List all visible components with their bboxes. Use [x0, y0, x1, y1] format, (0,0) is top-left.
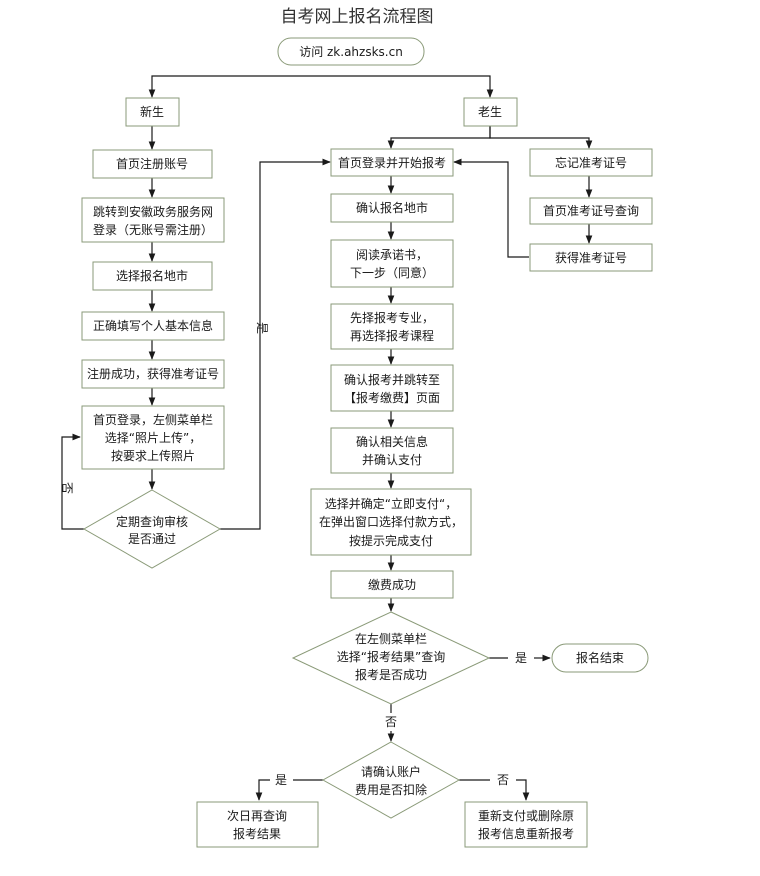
node-visit: 访问 zk.ahzsks.cn [277, 37, 425, 66]
node-upload-photo-line3: 按要求上传照片 [111, 448, 195, 463]
node-confirm-pay: 确认相关信息 并确认支付 [330, 427, 454, 474]
node-repay-line2: 报考信息重新报考 [478, 826, 574, 841]
node-read-commitment-line1: 阅读承诺书， [356, 248, 428, 262]
node-select-city-new: 选择报名地市 [92, 261, 213, 291]
node-confirm-deduct-line1: 请确认账户 [361, 764, 421, 779]
node-select-major-line1: 先择报考专业， [350, 310, 434, 325]
node-forgot-ticket-label: 忘记准考证号 [555, 155, 627, 170]
node-confirm-deduct-line2: 费用是否扣除 [355, 782, 427, 797]
node-new-student-label: 新生 [140, 104, 164, 119]
node-review-line2: 是否通过 [128, 532, 176, 546]
node-fill-info: 正确填写个人基本信息 [81, 311, 225, 341]
connectors [61, 75, 593, 801]
node-jump-login-line1: 跳转到安徽政务服务网 [93, 204, 213, 219]
node-register-success: 注册成功，获得准考证号 [81, 359, 225, 389]
node-old-student: 老生 [463, 97, 518, 127]
node-confirm-pay-line1: 确认相关信息 [356, 434, 428, 449]
node-pay-success: 缴费成功 [330, 570, 454, 599]
diagram-title: 自考网上报名流程图 [280, 7, 434, 27]
node-upload-photo-line2: 选择“照片上传”， [105, 430, 201, 445]
node-query-ticket: 首页准考证号查询 [529, 197, 653, 225]
node-read-commitment: 阅读承诺书， 下一步（同意） [330, 239, 454, 288]
edge-label-review-yes: 是 [255, 322, 269, 334]
node-old-student-label: 老生 [478, 105, 502, 119]
node-homepage-register: 首页注册账号 [92, 149, 213, 179]
node-login-apply-label: 首页登录并开始报考 [338, 155, 446, 170]
edge-label-deduct-no: 否 [497, 773, 509, 787]
node-check-result-line2: 选择“报考结果”查询 [337, 649, 445, 664]
node-apply-end: 报名结束 [551, 643, 649, 673]
node-upload-photo-line1: 首页登录，左侧菜单栏 [93, 412, 213, 427]
node-check-result-line1: 在左侧菜单栏 [355, 631, 427, 646]
edge-label-result-no: 否 [385, 715, 397, 729]
node-check-result-decision: 在左侧菜单栏 选择“报考结果”查询 报考是否成功 [291, 611, 491, 705]
node-homepage-register-label: 首页注册账号 [116, 156, 188, 171]
node-upload-photo: 首页登录，左侧菜单栏 选择“照片上传”， 按要求上传照片 [81, 405, 225, 470]
node-confirm-city-label: 确认报名地市 [356, 200, 428, 215]
node-choose-pay-line3: 按提示完成支付 [349, 533, 433, 548]
node-new-student: 新生 [125, 97, 180, 127]
edge-label-review-no: 否 [60, 482, 74, 494]
node-next-day-line2: 报考结果 [233, 826, 281, 841]
node-choose-pay-line2: 在弹出窗口选择付款方式， [319, 514, 463, 529]
edge-label-deduct-yes: 是 [275, 773, 287, 787]
node-apply-end-label: 报名结束 [576, 650, 624, 665]
node-next-day-line1: 次日再查询 [227, 809, 287, 823]
node-confirm-pay-line2: 并确认支付 [362, 453, 422, 467]
node-fill-info-label: 正确填写个人基本信息 [93, 318, 213, 333]
node-next-day: 次日再查询 报考结果 [196, 801, 319, 848]
node-repay: 重新支付或删除原 报考信息重新报考 [464, 801, 588, 848]
node-jump-login: 跳转到安徽政务服务网 登录（无账号需注册） [81, 197, 225, 243]
node-jump-login-line2: 登录（无账号需注册） [93, 222, 213, 237]
node-choose-pay: 选择并确定“立即支付“， 在弹出窗口选择付款方式， 按提示完成支付 [310, 488, 472, 556]
node-read-commitment-line2: 下一步（同意） [350, 265, 434, 280]
node-select-major: 先择报考专业， 再选择报考课程 [330, 303, 454, 350]
node-repay-line1: 重新支付或删除原 [478, 808, 574, 823]
node-confirm-jump-line2: 【报考缴费】页面 [344, 390, 440, 405]
node-login-apply: 首页登录并开始报考 [330, 148, 454, 177]
edge-label-result-yes: 是 [515, 651, 527, 665]
node-review-line1: 定期查询审核 [116, 514, 188, 529]
node-visit-label: 访问 zk.ahzsks.cn [299, 45, 403, 59]
node-forgot-ticket: 忘记准考证号 [529, 148, 653, 177]
node-confirm-jump-line1: 确认报考并跳转至 [344, 372, 440, 387]
node-pay-success-label: 缴费成功 [368, 577, 416, 592]
node-confirm-city: 确认报名地市 [330, 193, 454, 223]
node-get-ticket-label: 获得准考证号 [555, 250, 627, 265]
node-select-city-new-label: 选择报名地市 [116, 268, 188, 283]
node-choose-pay-line1: 选择并确定“立即支付“， [325, 496, 457, 511]
node-confirm-jump: 确认报考并跳转至 【报考缴费】页面 [330, 364, 454, 412]
node-check-result-line3: 报考是否成功 [355, 667, 427, 682]
node-confirm-deduct-decision: 请确认账户 费用是否扣除 [321, 741, 461, 819]
node-register-success-label: 注册成功，获得准考证号 [87, 366, 219, 381]
node-select-major-line2: 再选择报考课程 [350, 328, 434, 343]
node-review-decision: 定期查询审核 是否通过 [82, 489, 222, 569]
node-get-ticket: 获得准考证号 [529, 243, 653, 272]
node-query-ticket-label: 首页准考证号查询 [543, 204, 639, 218]
